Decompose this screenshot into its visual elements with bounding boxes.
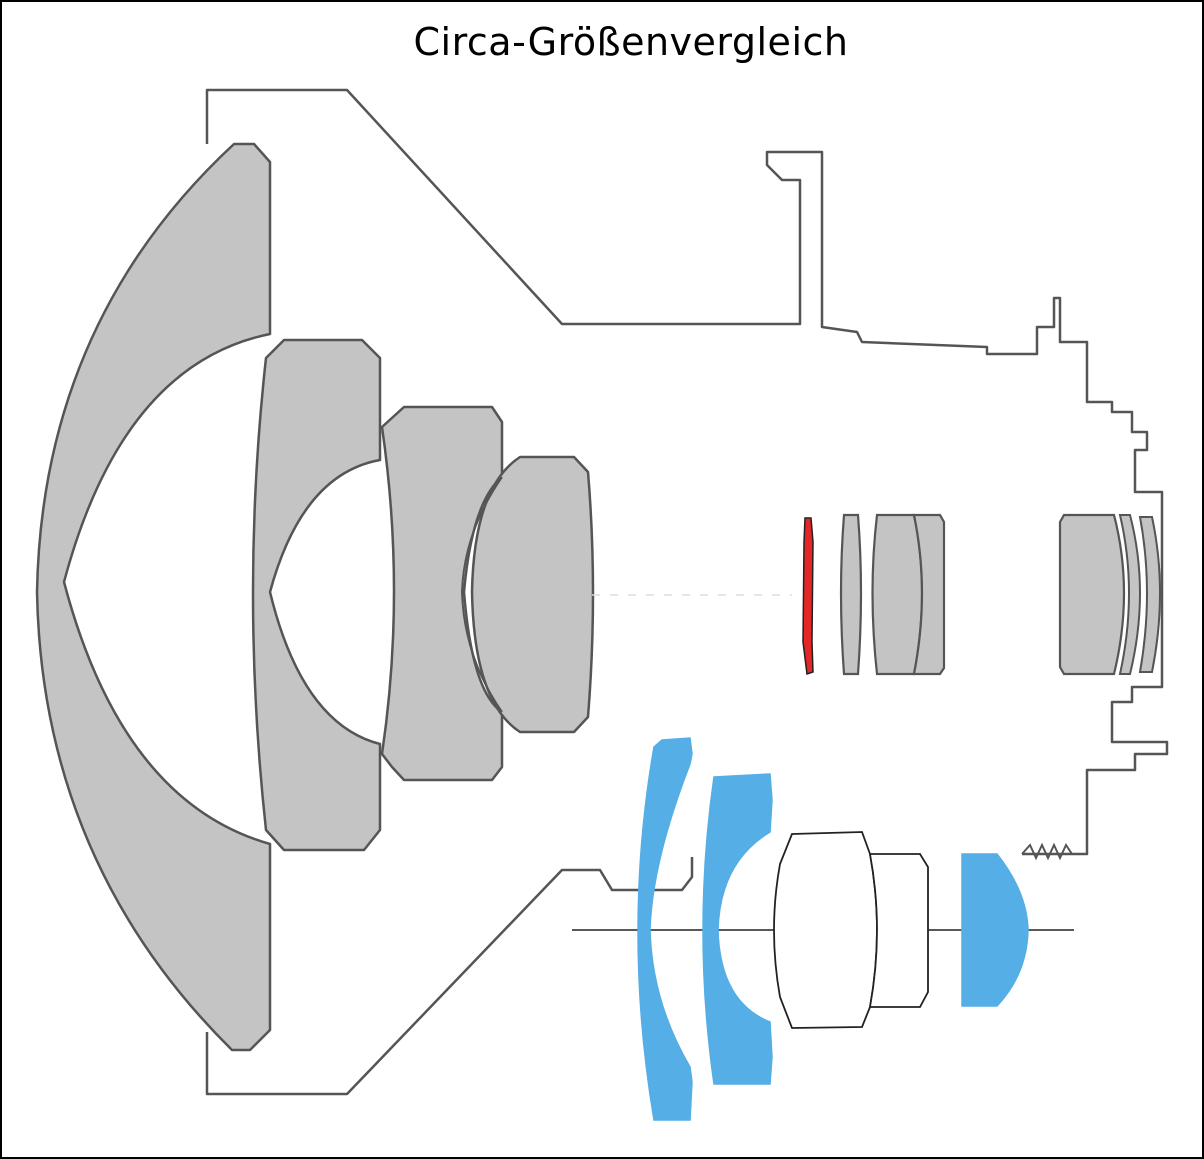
rear-element-b [871, 513, 924, 676]
diagram-title: Circa-Größenvergleich [413, 20, 849, 64]
rear-element-c [912, 513, 946, 676]
large-lens-housing-top [205, 88, 1169, 856]
housing-thread [1021, 842, 1087, 861]
fourth-meniscus-element [470, 455, 595, 734]
small-rear-element [961, 853, 1029, 1007]
small-fourth-element-outline [868, 853, 929, 1008]
highlighted-element [802, 517, 814, 676]
air-gap-crescent [460, 476, 503, 713]
small-third-element-outline [773, 831, 878, 1029]
rear-element-e [1118, 514, 1141, 675]
rear-element-f [1138, 516, 1161, 673]
small-front-element [637, 737, 693, 1121]
front-meniscus-element [35, 142, 272, 1052]
large-lens-housing-bottom [205, 857, 694, 1096]
rear-element-d [1058, 513, 1126, 676]
rear-element-a [839, 513, 863, 676]
second-meniscus-element [251, 338, 382, 852]
small-second-element [702, 773, 773, 1085]
